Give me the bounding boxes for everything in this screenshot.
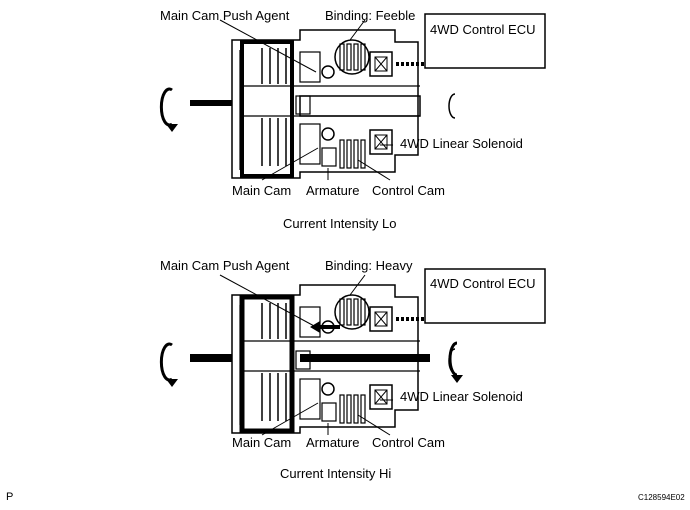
label-control-cam-hi: Control Cam (372, 435, 445, 450)
diagram-hi (159, 268, 546, 435)
caption-lo: Current Intensity Lo (283, 216, 396, 231)
label-main-cam-lo: Main Cam (232, 183, 291, 198)
label-armature-lo: Armature (306, 183, 359, 198)
label-solenoid-hi: 4WD Linear Solenoid (400, 389, 523, 404)
figure-code: C128594E02 (638, 493, 685, 502)
label-solenoid-lo: 4WD Linear Solenoid (400, 136, 523, 151)
ecu-box-lo (424, 13, 546, 69)
label-ecu-hi: 4WD Control ECU (430, 276, 535, 291)
ecu-box-hi (424, 268, 546, 324)
label-push-agent-lo: Main Cam Push Agent (160, 8, 290, 23)
output-rotation-arrow-icon (448, 341, 458, 377)
caption-hi: Current Intensity Hi (280, 466, 391, 481)
input-rotation-arrow-icon (159, 87, 173, 127)
label-push-agent-hi: Main Cam Push Agent (160, 258, 290, 273)
label-control-cam-lo: Control Cam (372, 183, 445, 198)
label-armature-hi: Armature (306, 435, 359, 450)
label-main-cam-hi: Main Cam (232, 435, 291, 450)
footer-left-mark: P (6, 491, 13, 503)
label-binding-hi: Binding: Heavy (325, 258, 413, 273)
diagram-lo (159, 13, 546, 180)
label-binding-lo: Binding: Feeble (325, 8, 415, 23)
label-ecu-lo: 4WD Control ECU (430, 22, 535, 37)
input-rotation-arrow-icon (159, 342, 173, 382)
